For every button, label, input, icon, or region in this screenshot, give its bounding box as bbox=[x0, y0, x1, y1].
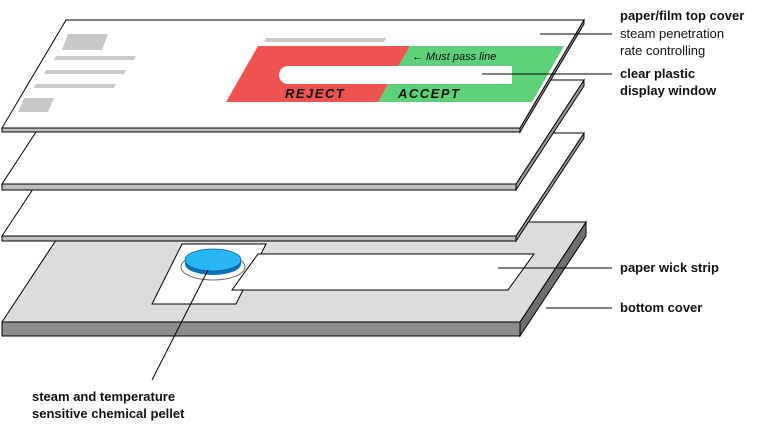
leader-lines bbox=[151, 33, 612, 381]
reject-label: REJECT bbox=[285, 86, 345, 101]
window-label-line1: clear plastic bbox=[620, 66, 695, 81]
paper-wick-strip bbox=[231, 253, 535, 291]
placeholder-line bbox=[264, 38, 386, 42]
placeholder-line bbox=[44, 70, 126, 74]
pellet-top bbox=[184, 248, 242, 272]
placeholder-block bbox=[62, 34, 108, 50]
placeholder-block bbox=[18, 98, 54, 112]
pellet-label-line1: steam and temperature bbox=[32, 389, 175, 404]
bottom-cover-label: bottom cover bbox=[620, 300, 702, 315]
top-cover-sub2: rate controlling bbox=[620, 43, 705, 58]
top-cover-sub1: steam penetration bbox=[620, 26, 724, 41]
placeholder-line bbox=[54, 56, 136, 60]
must-pass-label: Must pass line bbox=[426, 51, 496, 63]
chemical-pellet bbox=[180, 248, 246, 281]
bottom-cover-layer bbox=[1, 220, 587, 338]
indicator-band: REJECT ACCEPT ← Must pass line bbox=[226, 46, 564, 102]
pellet-label-line2: sensitive chemical pellet bbox=[32, 406, 185, 421]
window-label-line2: display window bbox=[620, 83, 717, 98]
top-cover-title: paper/film top cover bbox=[620, 8, 744, 23]
top-cover-layer: REJECT ACCEPT ← Must pass line bbox=[1, 18, 585, 134]
pellet-leader bbox=[151, 269, 209, 381]
callout-labels: paper/film top cover steam penetration r… bbox=[32, 8, 744, 421]
placeholder-line bbox=[34, 84, 116, 88]
wick-strip-label: paper wick strip bbox=[620, 260, 719, 275]
lower-layer-side bbox=[1, 235, 517, 242]
must-pass-arrow: ← bbox=[412, 51, 423, 63]
bottom-cover-side bbox=[1, 321, 521, 337]
top-cover-side bbox=[1, 127, 521, 133]
accept-label: ACCEPT bbox=[397, 86, 460, 101]
migration-slot bbox=[279, 66, 512, 84]
window-layer-side bbox=[1, 183, 517, 191]
